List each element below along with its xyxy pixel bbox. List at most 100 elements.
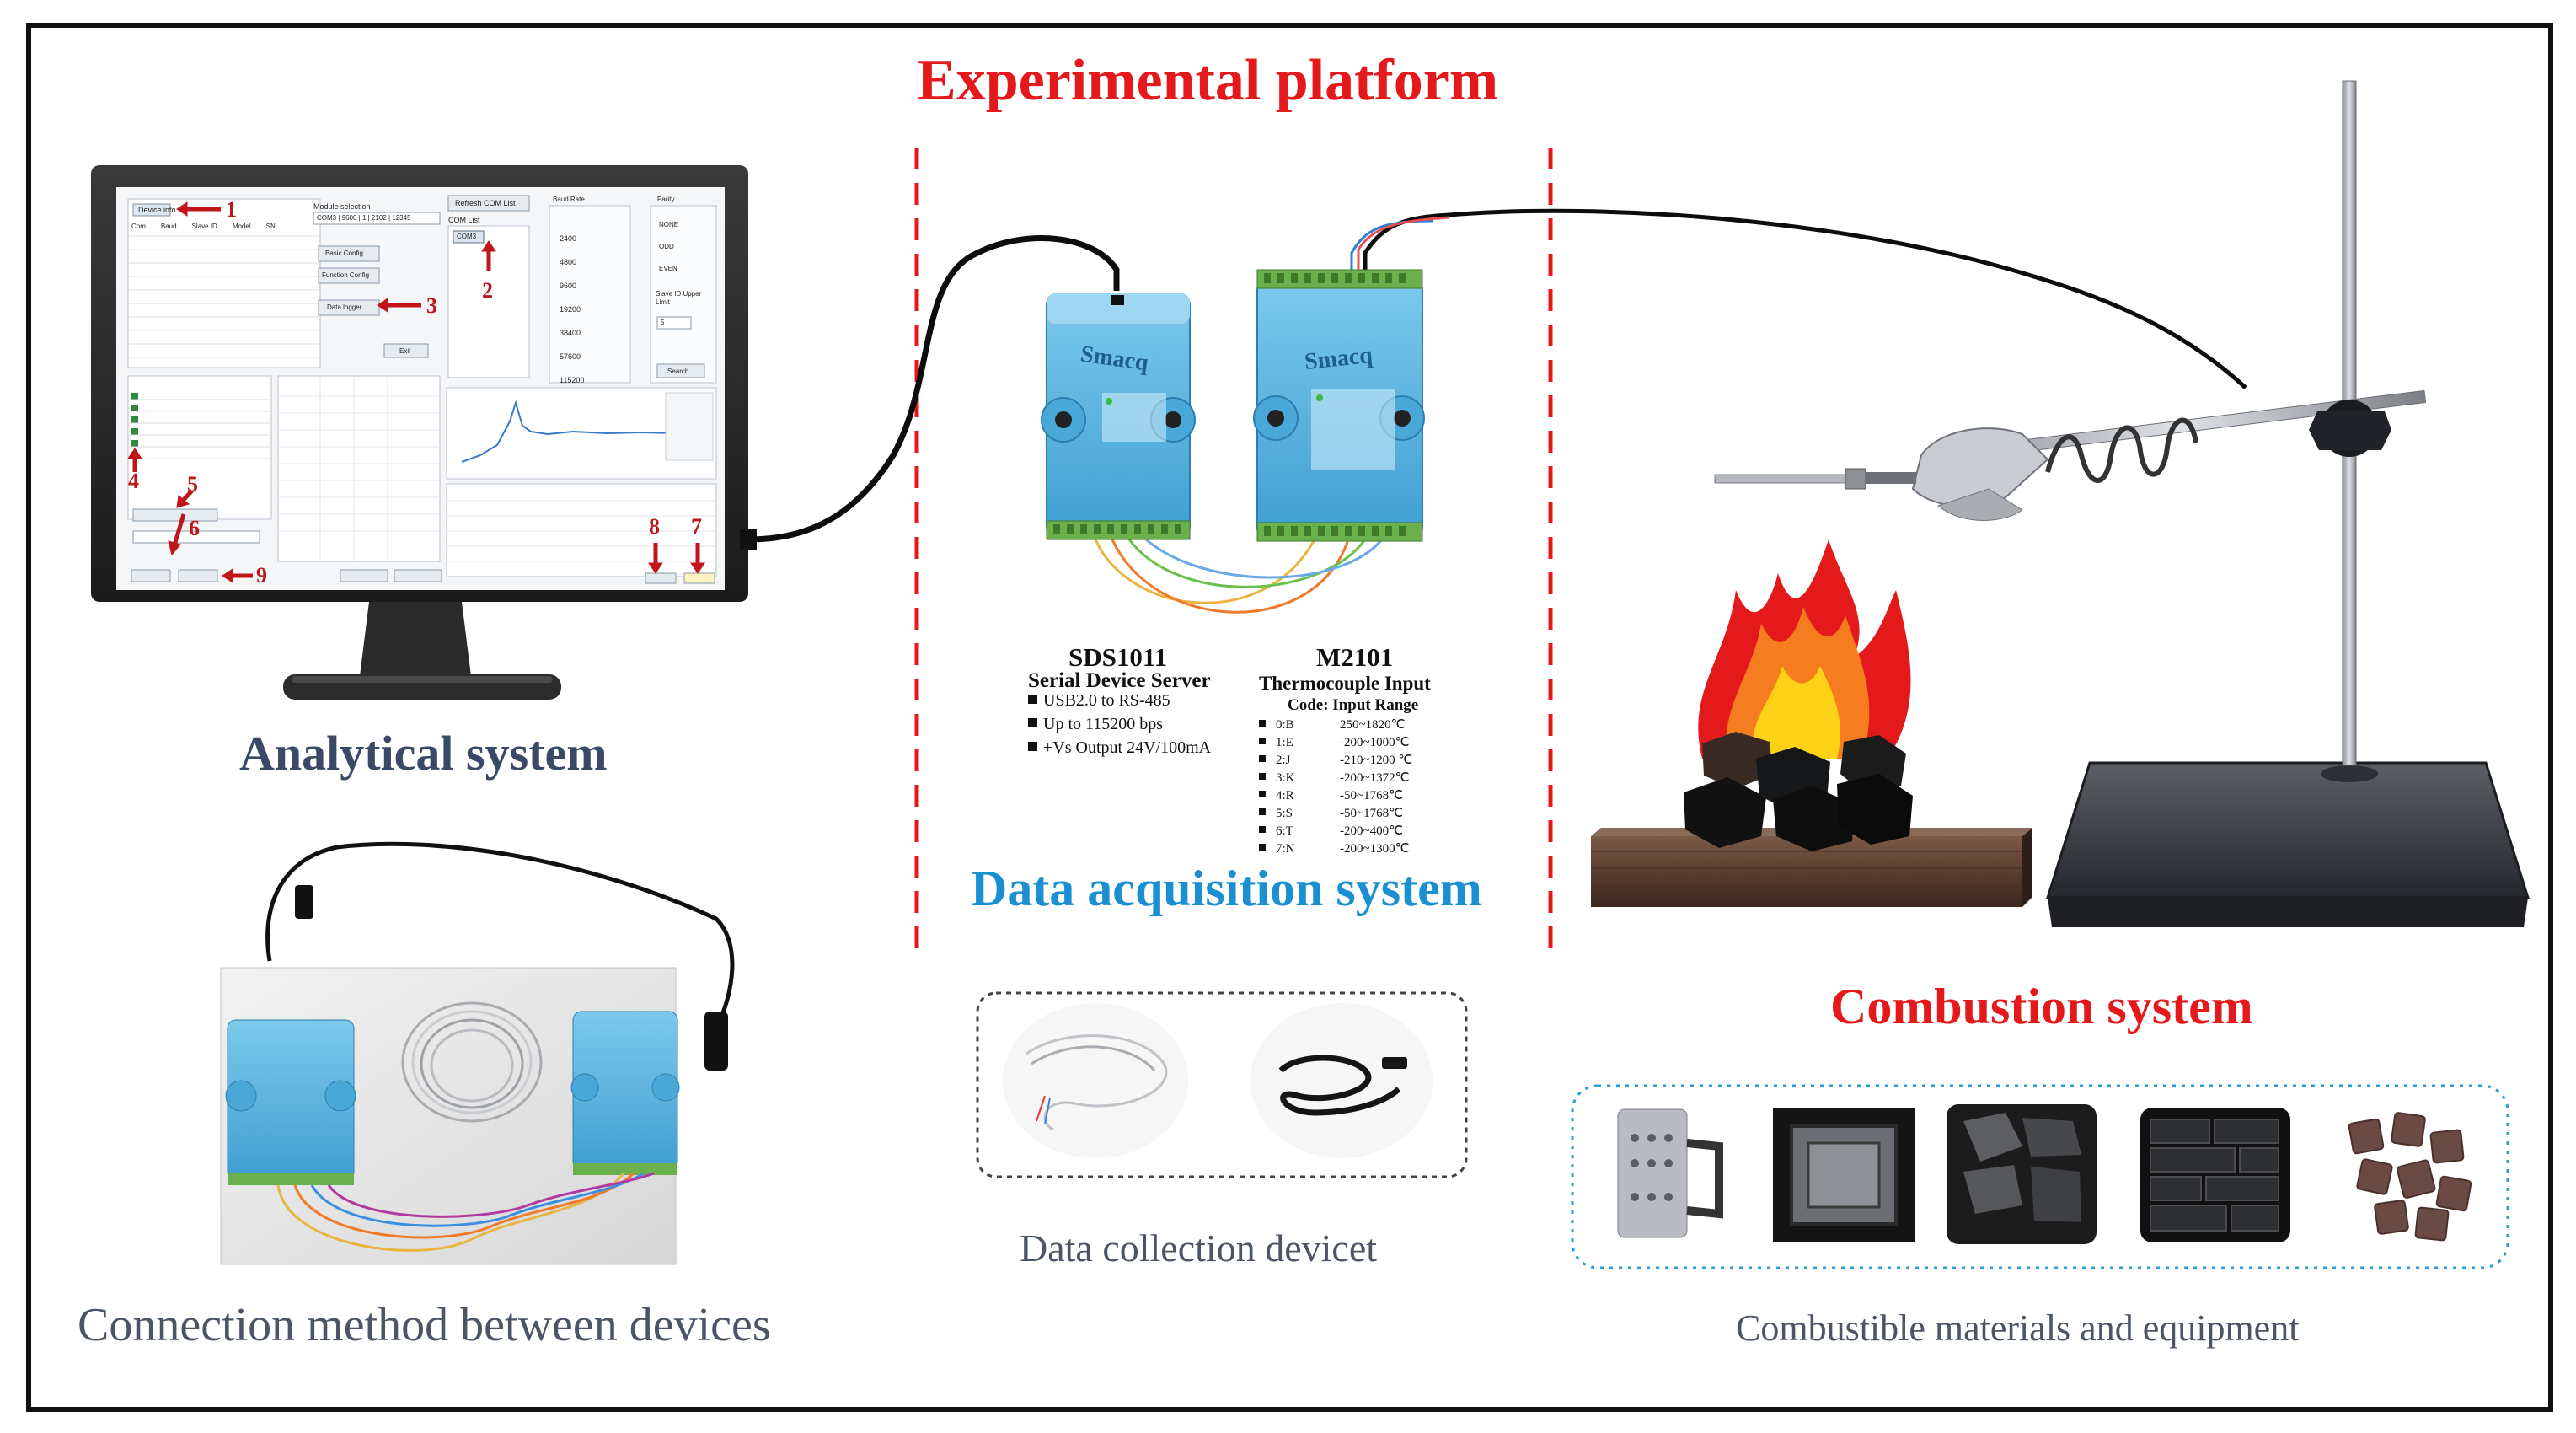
search-button: Search bbox=[667, 368, 689, 375]
ring-stand bbox=[1714, 80, 2530, 927]
sds1011-module bbox=[1041, 293, 1196, 540]
annotation-number: 1 bbox=[226, 197, 237, 222]
range-cell: -50~1768℃ bbox=[1340, 789, 1403, 802]
code-row: 7:N -200~1300℃ bbox=[1276, 840, 1412, 858]
flames bbox=[1698, 539, 1911, 759]
module-selection-label: Module selection bbox=[313, 202, 371, 211]
code-cell: 0:B bbox=[1276, 718, 1294, 732]
lump-charcoal bbox=[1947, 1104, 2097, 1244]
parity-list: NONE ODD EVEN bbox=[659, 221, 678, 287]
m2101-module bbox=[1253, 269, 1425, 542]
parity-label: Parity bbox=[657, 196, 675, 203]
m2101-model: M2101 bbox=[1316, 642, 1394, 672]
main-title: Experimental platform bbox=[917, 48, 1499, 113]
chimney-starter bbox=[1617, 1108, 1723, 1238]
code-row: 0:B 250~1820℃ bbox=[1276, 716, 1412, 734]
annotation-number: 9 bbox=[256, 563, 267, 588]
device-table-header: Com Baud Slave ID Model SN bbox=[131, 223, 276, 230]
range-cell: -200~1000℃ bbox=[1340, 736, 1410, 749]
square-tray bbox=[1773, 1108, 1915, 1242]
sds-feature: +Vs Output 24V/100mA bbox=[1043, 738, 1212, 757]
annotation-number: 7 bbox=[691, 514, 702, 539]
function-config-button: Function Config bbox=[322, 271, 370, 279]
connection-photo bbox=[220, 841, 735, 1265]
fuel-cubes bbox=[2348, 1112, 2472, 1242]
code-cell: 6:T bbox=[1276, 824, 1293, 838]
m2101-code-header: Code: Input Range bbox=[1288, 696, 1419, 714]
exit-button: Exit bbox=[399, 347, 411, 355]
annotation-number: 4 bbox=[128, 469, 139, 493]
sds-feature: Up to 115200 bps bbox=[1043, 715, 1164, 733]
table-header-cell: Com bbox=[131, 223, 146, 230]
com-list-item: COM3 bbox=[457, 233, 477, 240]
m2101-subtitle: Thermocouple Input bbox=[1259, 673, 1431, 694]
com-list-label: COM List bbox=[448, 216, 480, 224]
materials-caption: Combustible materials and equipment bbox=[1736, 1307, 2300, 1349]
code-bullets bbox=[1259, 720, 1266, 851]
combustion-system-title: Combustion system bbox=[1830, 979, 2253, 1034]
module-wires bbox=[1094, 538, 1384, 614]
baud-rate-label: Baud Rate bbox=[553, 196, 585, 203]
range-cell: -200~1300℃ bbox=[1340, 842, 1410, 856]
slave-id-value: 5 bbox=[661, 319, 665, 326]
materials-box bbox=[1571, 1084, 2509, 1269]
annotation-number: 2 bbox=[482, 278, 493, 303]
slave-id-label: Slave ID Upper Limit bbox=[656, 290, 702, 306]
outer-frame bbox=[26, 23, 2553, 1412]
code-row: 6:T -200~400℃ bbox=[1276, 823, 1412, 840]
code-cell: 5:S bbox=[1276, 807, 1293, 820]
code-cell: 3:K bbox=[1276, 771, 1295, 785]
code-row: 4:R -50~1768℃ bbox=[1276, 787, 1412, 805]
baud-option: 9600 bbox=[560, 282, 577, 290]
baud-option: 4800 bbox=[560, 258, 577, 266]
range-cell: -200~400℃ bbox=[1340, 824, 1403, 838]
spec-bullets bbox=[1028, 695, 1037, 751]
baud-rate-list: 2400 4800 9600 19200 38400 57600 115200 bbox=[560, 234, 584, 400]
analytical-system-title: Analytical system bbox=[239, 726, 608, 781]
code-row: 5:S -50~1768℃ bbox=[1276, 805, 1412, 823]
usb-cable bbox=[747, 235, 1120, 543]
baud-option: 19200 bbox=[560, 305, 581, 314]
daq-system-title: Data acquisition system bbox=[971, 861, 1482, 916]
annotation-number: 3 bbox=[426, 293, 437, 318]
annotation-arrows bbox=[127, 201, 705, 583]
range-cell: -210~1200 ℃ bbox=[1340, 754, 1413, 767]
baud-option: 38400 bbox=[560, 329, 581, 337]
m2101-code-table: 0:B 250~1820℃ 1:E -200~1000℃ 2:J -210~1200 … bbox=[1276, 716, 1412, 858]
code-row: 2:J -210~1200 ℃ bbox=[1276, 752, 1412, 770]
code-cell: 7:N bbox=[1276, 842, 1295, 856]
parity-option: EVEN bbox=[659, 265, 677, 272]
data-logger-button: Data logger bbox=[327, 303, 362, 311]
annotation-number: 5 bbox=[187, 472, 198, 496]
range-cell: -200~1372℃ bbox=[1340, 771, 1410, 785]
collection-devices-box bbox=[976, 991, 1468, 1178]
baud-option: 115200 bbox=[560, 376, 585, 384]
code-cell: 1:E bbox=[1276, 736, 1293, 749]
code-cell: 2:J bbox=[1276, 754, 1291, 767]
baud-option: 2400 bbox=[560, 234, 577, 243]
software-ui bbox=[127, 195, 717, 584]
briquette-charcoal bbox=[2140, 1108, 2290, 1242]
parity-option: ODD bbox=[659, 243, 674, 250]
baud-option: 57600 bbox=[560, 352, 581, 361]
annotation-number: 6 bbox=[189, 516, 200, 540]
range-cell: -50~1768℃ bbox=[1340, 807, 1403, 820]
thermocouple-wire bbox=[1363, 208, 2247, 389]
code-cell: 4:R bbox=[1276, 789, 1294, 802]
table-header-cell: Model bbox=[232, 223, 251, 230]
range-cell: 250~1820℃ bbox=[1340, 718, 1406, 732]
sds-subtitle: Serial Device Server bbox=[1028, 669, 1211, 692]
collection-caption: Data collection devicet bbox=[1020, 1226, 1378, 1269]
sds-feature: USB2.0 to RS-485 bbox=[1043, 691, 1170, 710]
sds-model: SDS1011 bbox=[1068, 642, 1168, 672]
connection-caption: Connection method between devices bbox=[78, 1299, 771, 1351]
refresh-com-button: Refresh COM List bbox=[455, 199, 516, 207]
coal-pile bbox=[1684, 732, 1913, 851]
device-info-button: Device info bbox=[138, 206, 176, 214]
code-row: 3:K -200~1372℃ bbox=[1276, 770, 1412, 787]
parity-option: NONE bbox=[659, 221, 679, 228]
table-header-cell: Slave ID bbox=[191, 223, 217, 230]
code-row: 1:E -200~1000℃ bbox=[1276, 734, 1412, 752]
